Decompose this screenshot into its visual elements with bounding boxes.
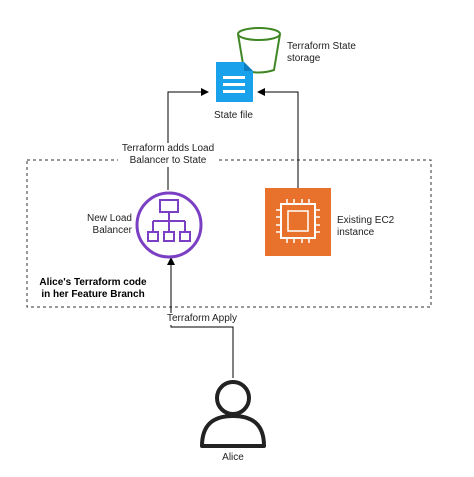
ec2-label: Existing EC2 instance — [337, 215, 395, 238]
edge-load-balancer-to-state — [167, 88, 209, 190]
edge-ec2-to-state — [257, 88, 299, 188]
alice-label: Alice — [222, 452, 244, 463]
edge-alice-to-load-balancer — [167, 257, 234, 378]
ec2-chip-icon — [265, 188, 331, 256]
feature-branch-boundary — [26, 159, 432, 308]
document-icon — [216, 62, 253, 102]
edge-label-lb-to-state: Terraform adds Load Balancer to State — [118, 143, 218, 167]
load-balancer-label: New Load Balancer — [86, 213, 132, 236]
feature-branch-label: Alice's Terraform code in her Feature Br… — [39, 277, 147, 300]
storage-label: Terraform State storage — [287, 41, 356, 64]
load-balancer-icon — [135, 191, 203, 259]
user-icon — [200, 380, 266, 448]
edge-label-terraform-apply: Terraform Apply — [165, 313, 239, 325]
state-file-label: State file — [214, 110, 253, 121]
